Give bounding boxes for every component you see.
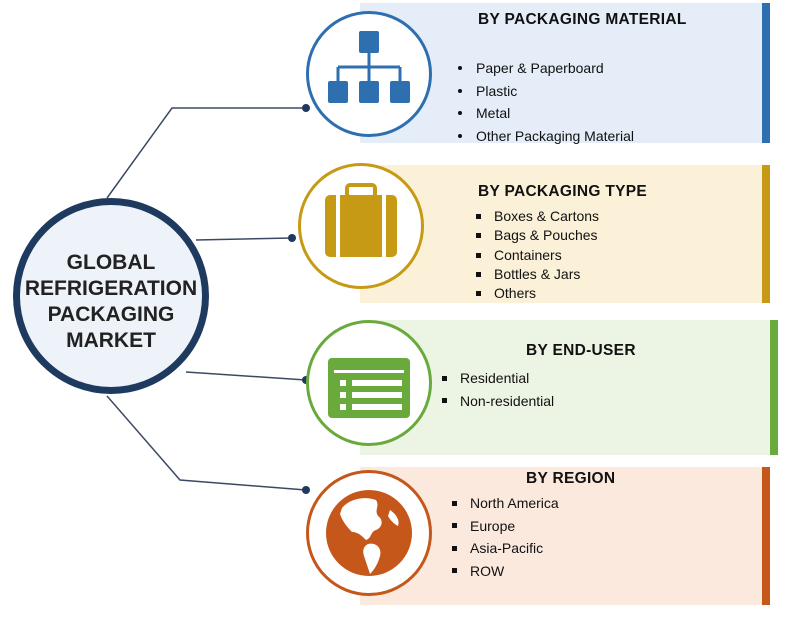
connector-1 (106, 107, 306, 199)
list-item: Other Packaging Material (454, 125, 634, 148)
connector-4 (106, 395, 307, 491)
list-item: Bottles & Jars (472, 265, 599, 284)
list-item: Plastic (454, 80, 634, 103)
central-title: GLOBAL REFRIGERATION PACKAGING MARKET (20, 250, 202, 354)
segment-items: North America Europe Asia-Pacific ROW (448, 492, 559, 582)
list-item: Metal (454, 102, 634, 125)
central-title-line: PACKAGING (47, 303, 175, 326)
segment-items: Paper & Paperboard Plastic Metal Other P… (454, 57, 634, 147)
list-item: Non-residential (438, 390, 554, 413)
list-item: Asia-Pacific (448, 537, 559, 560)
panel-accent-stripe (770, 320, 778, 455)
list-item: Boxes & Cartons (472, 207, 599, 226)
list-item: Europe (448, 515, 559, 538)
segment-title: BY REGION (526, 470, 616, 487)
central-title-line: REFRIGERATION (24, 277, 198, 300)
central-hub-circle: GLOBAL REFRIGERATION PACKAGING MARKET (13, 198, 209, 394)
briefcase-icon (325, 183, 397, 257)
globe-icon (326, 490, 412, 576)
segment-packaging-type-panel: BY PACKAGING TYPE Boxes & Cartons Bags &… (360, 165, 770, 303)
connector-dot-1 (302, 104, 310, 112)
panel-accent-stripe (762, 3, 770, 143)
org-chart-icon (328, 31, 410, 103)
list-icon (328, 358, 410, 418)
segment-title: BY PACKAGING TYPE (478, 183, 648, 200)
list-item: Residential (438, 367, 554, 390)
segment-items: Boxes & Cartons Bags & Pouches Container… (472, 207, 599, 303)
list-item: ROW (448, 560, 559, 583)
list-item: North America (448, 492, 559, 515)
central-title-line: MARKET (66, 329, 156, 352)
connector-dot-4 (302, 486, 310, 494)
panel-accent-stripe (762, 165, 770, 303)
segment-title: BY PACKAGING MATERIAL (478, 11, 687, 28)
list-item: Bags & Pouches (472, 226, 599, 245)
icon-circle (306, 11, 432, 137)
segment-items: Residential Non-residential (438, 367, 554, 412)
connector-dot-2 (288, 234, 296, 242)
icon-circle (306, 470, 432, 596)
list-item: Containers (472, 246, 599, 265)
list-item: Others (472, 284, 599, 303)
icon-circle (298, 163, 424, 289)
icon-circle (306, 320, 432, 446)
list-item: Paper & Paperboard (454, 57, 634, 80)
panel-accent-stripe (762, 467, 770, 605)
central-title-line: GLOBAL (66, 251, 156, 274)
segment-title: BY END-USER (526, 342, 636, 359)
connector-2 (195, 237, 293, 241)
connector-3 (185, 371, 307, 381)
